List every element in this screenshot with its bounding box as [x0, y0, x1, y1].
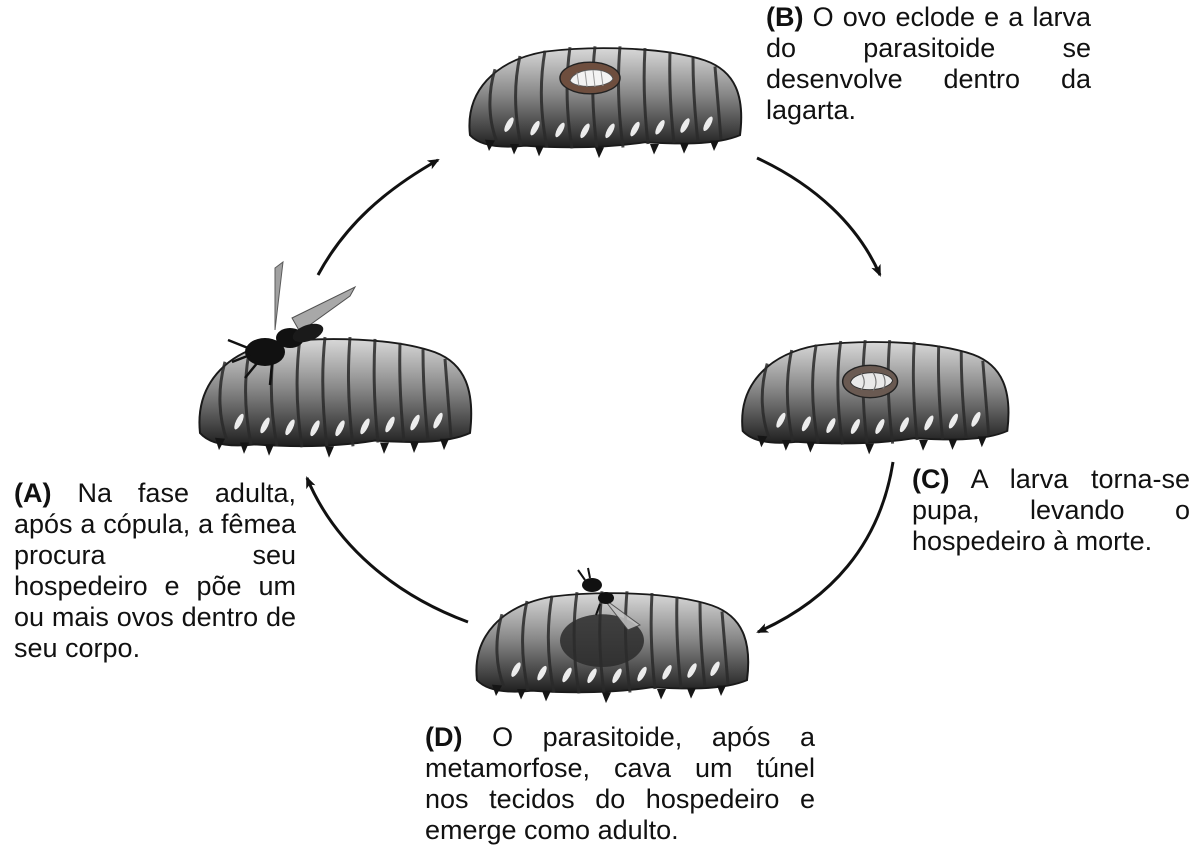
emerging-wasp-icon: [577, 567, 642, 631]
caption-b-text: O ovo eclode e a larva do parasitoide se…: [766, 2, 1091, 125]
caterpillar-c: [740, 338, 1010, 456]
caption-c-text: A larva torna-se pupa, levando o hospede…: [912, 464, 1191, 556]
arrow-b-to-c: [756, 156, 882, 277]
caption-a-text: Na fase adulta, após a cópula, a fêmea p…: [14, 478, 296, 663]
caption-a: (A) Na fase adulta, após a cópula, a fêm…: [14, 478, 296, 664]
emergence-hole: [560, 614, 644, 667]
caption-d-letter: (D): [425, 722, 463, 752]
wasp-icon: [227, 260, 357, 386]
caption-a-letter: (A): [14, 478, 52, 508]
caption-c-letter: (C): [912, 464, 950, 494]
cycle-arrows: [305, 156, 895, 634]
caption-d: (D) O parasitoide, após a metamorfose, c…: [425, 722, 815, 846]
caption-c: (C) A larva torna-se pupa, levando o hos…: [912, 464, 1190, 557]
arrow-d-to-a: [305, 476, 469, 624]
caption-b: (B) O ovo eclode e a larva do parasitoid…: [766, 2, 1091, 126]
caterpillar-d: [474, 589, 750, 705]
caterpillar-b: [467, 44, 743, 160]
arrow-c-to-d: [756, 461, 895, 634]
caterpillar-a: [197, 335, 473, 460]
arrow-a-to-b: [316, 158, 440, 276]
caption-b-letter: (B): [766, 2, 804, 32]
caption-d-text: O parasitoide, após a metamorfose, cava …: [425, 722, 815, 845]
pupa-icon: [849, 372, 894, 391]
